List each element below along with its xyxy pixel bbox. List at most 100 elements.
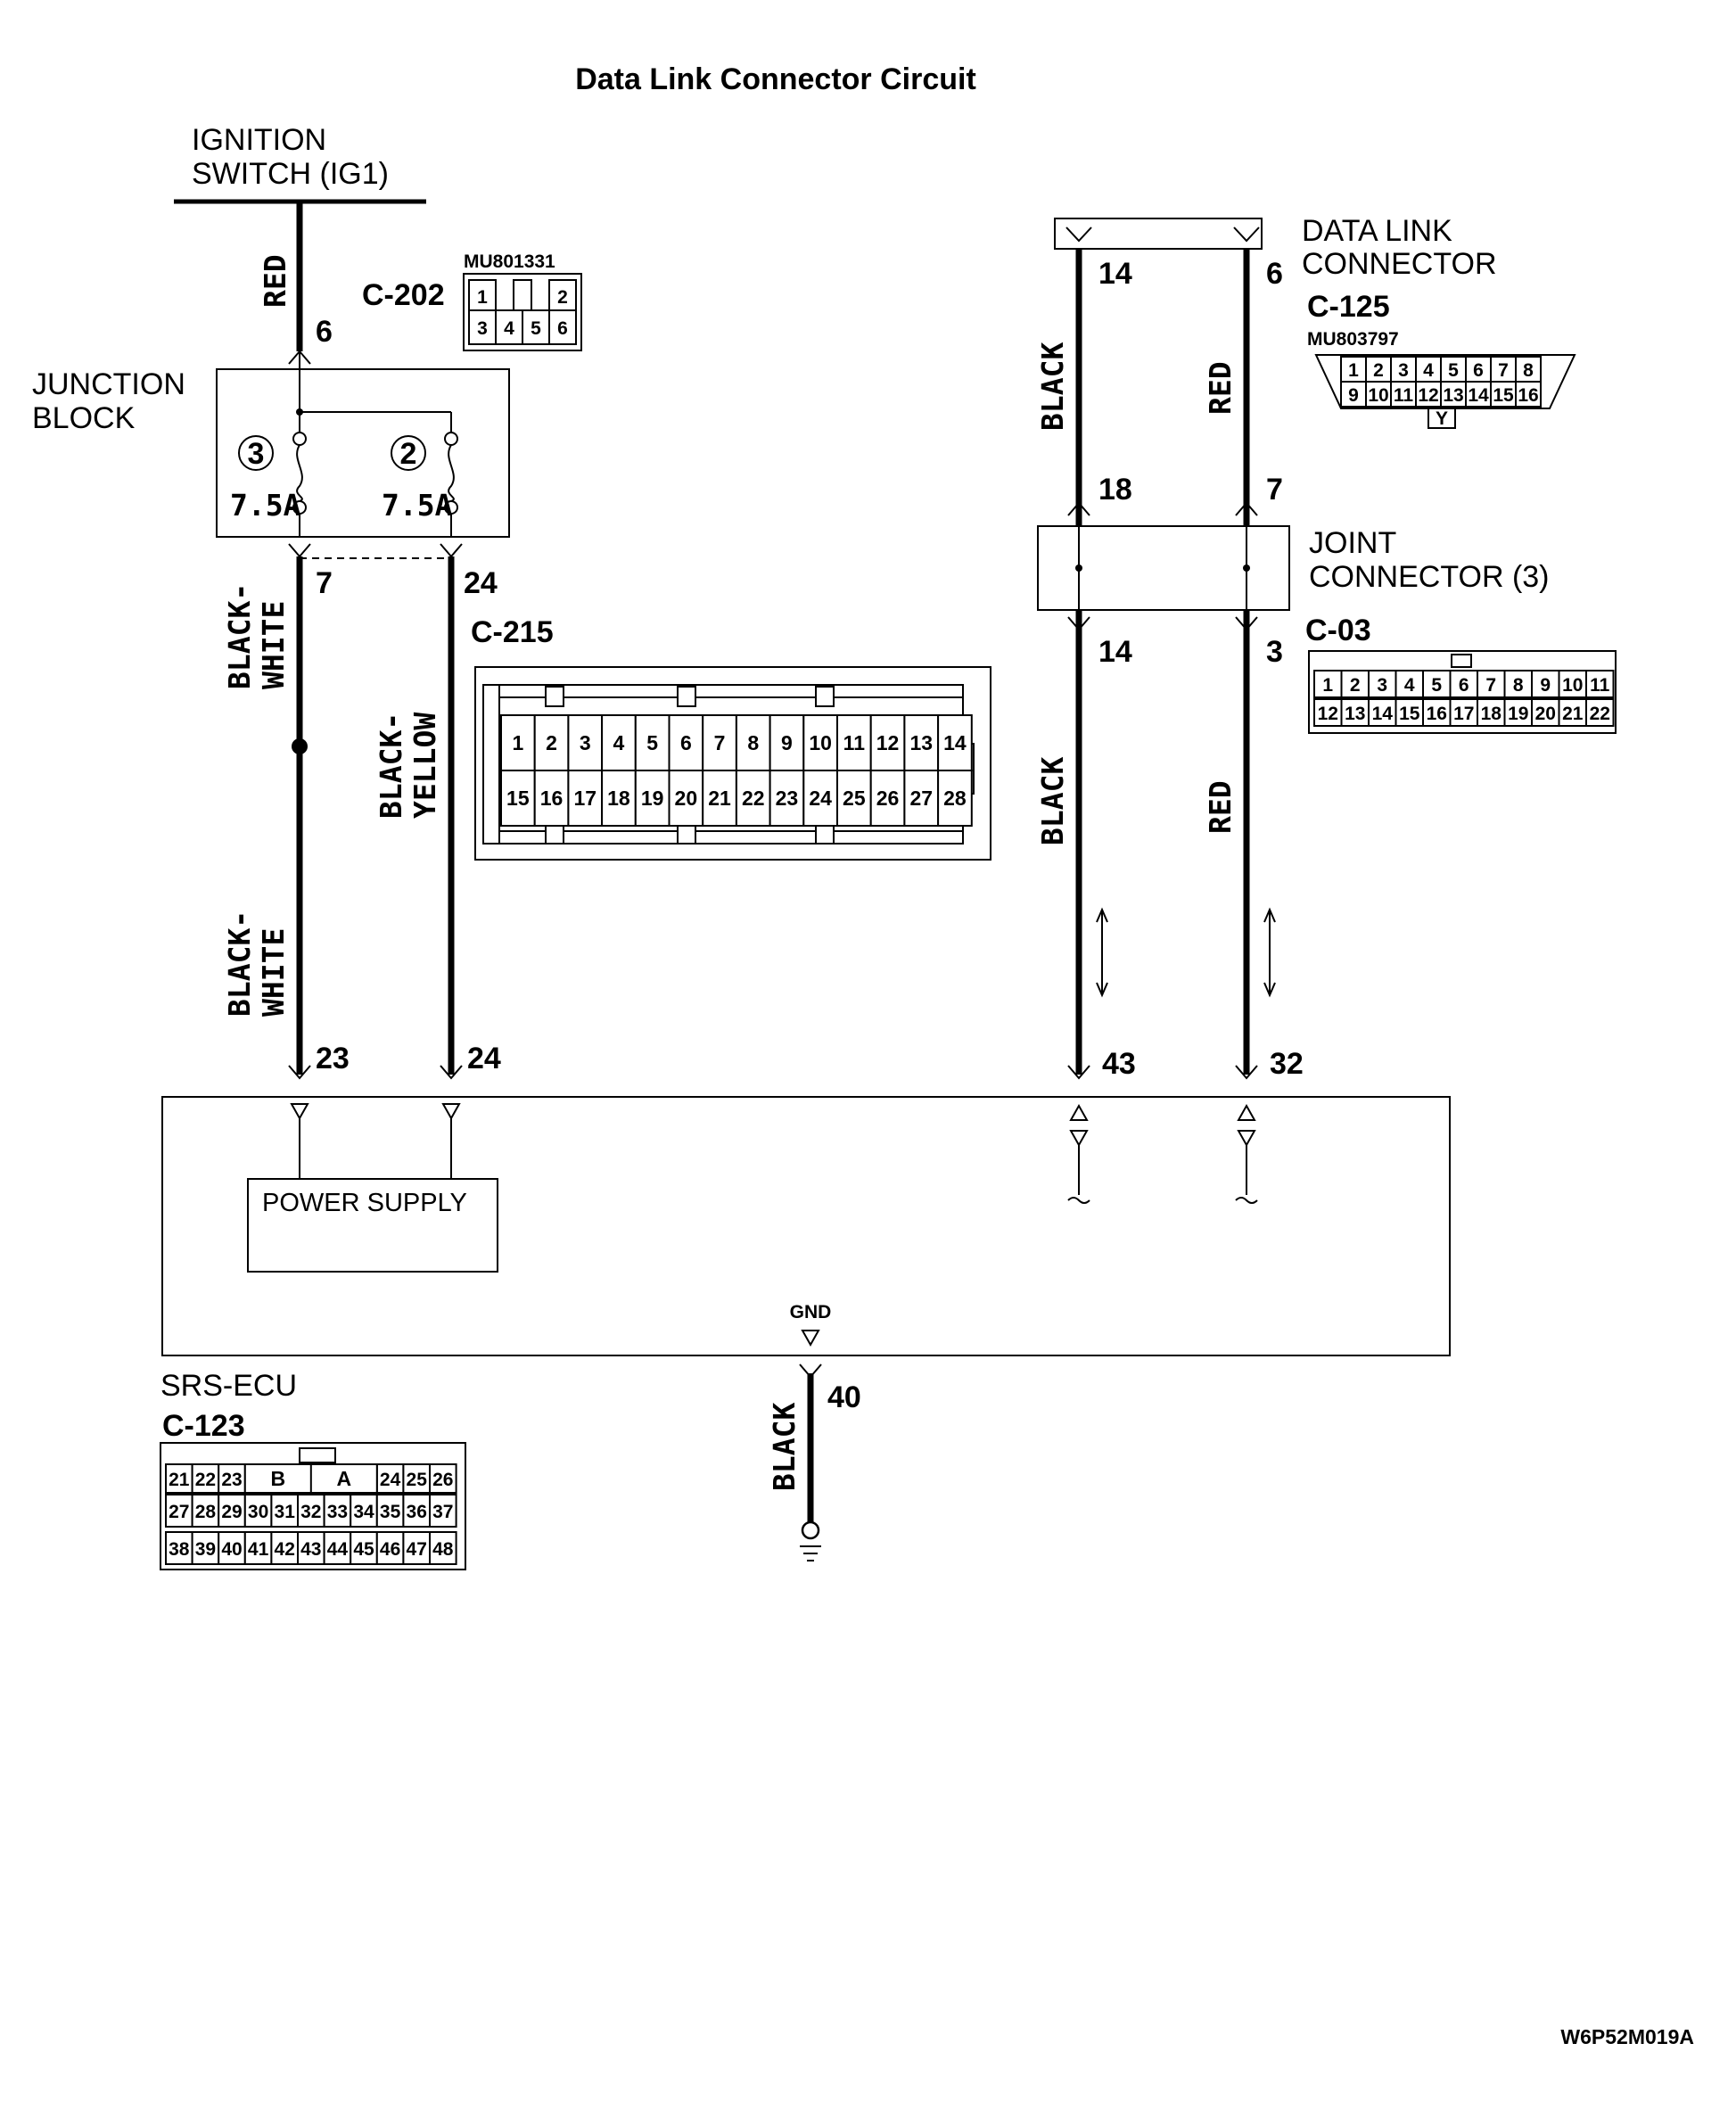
c123-cell <box>429 1531 457 1565</box>
c123-mid-label: A <box>336 1467 351 1490</box>
jc-label-2: CONNECTOR (3) <box>1309 560 1550 594</box>
c03-cell <box>1395 698 1424 727</box>
c123-pin-label: 41 <box>248 1539 269 1560</box>
pin-ecu-40: 40 <box>827 1380 861 1414</box>
wire-color-jb7-lower-2: WHITE <box>256 928 291 1017</box>
dlc-pin-label: 8 <box>1523 360 1534 381</box>
c215-pin-label: 26 <box>876 787 900 810</box>
splice-point <box>292 738 308 754</box>
c03-cell <box>1585 670 1615 698</box>
wire-color-jb24-2: YELLOW <box>407 713 442 819</box>
gnd-label: GND <box>790 1302 832 1322</box>
pin-jc-7: 7 <box>1266 473 1283 507</box>
ecu-internal-24-triangle <box>441 1103 461 1121</box>
c123-pin-label: 42 <box>275 1539 295 1560</box>
c215-cell <box>869 770 906 827</box>
wire-color-jc14: BLACK <box>1035 757 1070 845</box>
wire-color-jc3: RED <box>1203 780 1238 834</box>
c03-pin-label: 11 <box>1590 675 1610 696</box>
c03-pin-label: 7 <box>1485 675 1496 696</box>
dlc-cell <box>1340 356 1367 383</box>
ecu-in-24-arrow <box>440 1065 463 1080</box>
c215-cell <box>533 770 570 827</box>
c215-pin-label: 1 <box>512 731 523 754</box>
bidirectional-arrow-right <box>1263 907 1276 998</box>
c03-cell <box>1449 670 1478 698</box>
c202-cell <box>548 309 577 345</box>
c202-name: C-202 <box>362 278 445 312</box>
c123-pin-label: 35 <box>380 1502 401 1522</box>
c215-pin-label: 3 <box>580 731 591 754</box>
c123-cell <box>165 1494 193 1528</box>
c202-cell <box>468 279 497 311</box>
fuse-left-number: 3 <box>248 437 265 471</box>
c123-pin-label: 30 <box>248 1502 268 1522</box>
c123-pin-label: 33 <box>327 1502 348 1522</box>
dlc-name: C-125 <box>1307 290 1390 324</box>
c03-pin-label: 22 <box>1590 704 1610 724</box>
c123-cell <box>350 1531 378 1565</box>
pin-dlc-6: 6 <box>1266 257 1283 291</box>
jc-node-right <box>1243 564 1250 572</box>
dlc-pin-label: 10 <box>1368 385 1388 406</box>
dlc-pin-label: 15 <box>1493 385 1514 406</box>
c03-pin-label: 9 <box>1540 675 1551 696</box>
wire-color-jb7-upper-2: WHITE <box>256 601 291 689</box>
c123-pin-label: 23 <box>221 1470 242 1490</box>
c123-pin-label: 28 <box>195 1502 217 1522</box>
c03-pin-label: 13 <box>1345 704 1365 724</box>
wire-color-gnd40: BLACK <box>767 1403 802 1491</box>
fuse-left-element <box>296 444 303 502</box>
c215-pin-label: 17 <box>573 787 596 810</box>
c123-pin-label: 29 <box>221 1502 242 1522</box>
c03-cell <box>1340 698 1370 727</box>
c215-tab <box>677 686 696 707</box>
c202-pin-label: 6 <box>557 318 568 339</box>
c215-pin-label: 24 <box>809 787 832 810</box>
c215-pin-label: 21 <box>708 787 731 810</box>
c215-pin-label: 14 <box>943 731 967 754</box>
jb-out-right-arrow <box>440 543 463 558</box>
c215-cell <box>836 714 872 771</box>
wire-color-ign-to-jb: RED <box>258 254 292 308</box>
c215-pin-label: 13 <box>909 731 933 754</box>
c03-pin-label: 15 <box>1399 704 1420 724</box>
ecu-internal-32-down <box>1237 1130 1256 1148</box>
c123-pin-label: 44 <box>327 1539 349 1560</box>
dlc-pin-label: 4 <box>1423 360 1434 381</box>
c123-pin-label: 27 <box>169 1502 189 1522</box>
c215-cell <box>903 770 940 827</box>
c215-pin-label: 18 <box>607 787 630 810</box>
c123-pin-label: 32 <box>300 1502 321 1522</box>
c215-pin-label: 10 <box>809 731 832 754</box>
pin-jb-7: 7 <box>316 566 333 600</box>
c215-cell <box>869 714 906 771</box>
c123-pin-label: 46 <box>380 1539 400 1560</box>
c123-cell <box>270 1531 299 1565</box>
c03-pin-label: 2 <box>1350 675 1361 696</box>
junction-block-label-1: JUNCTION <box>32 367 185 401</box>
dlc-cell <box>1440 381 1467 408</box>
diagram-id: W6P52M019A <box>1560 2025 1694 2048</box>
dlc-cell <box>1415 381 1442 408</box>
c03-pin-label: 18 <box>1481 704 1502 724</box>
c03-pin-label: 4 <box>1404 675 1415 696</box>
fuse-right-element <box>448 444 455 502</box>
gnd-triangle <box>801 1330 820 1347</box>
dlc-label-1: DATA LINK <box>1302 214 1452 248</box>
c215-pin-label: 25 <box>843 787 866 810</box>
jc-in-left-arrow <box>1067 501 1090 516</box>
c03-pin-label: 3 <box>1377 675 1387 696</box>
c03-pin-label: 12 <box>1318 704 1338 724</box>
c202-cell <box>495 309 523 345</box>
dlc-cell <box>1515 381 1542 408</box>
c03-pin-label: 10 <box>1562 675 1583 696</box>
c215-pin-label: 12 <box>876 731 900 754</box>
c123-pin-label: 47 <box>407 1539 427 1560</box>
pin-jc-18: 18 <box>1098 473 1132 507</box>
dlc-left-mark <box>1065 227 1092 243</box>
